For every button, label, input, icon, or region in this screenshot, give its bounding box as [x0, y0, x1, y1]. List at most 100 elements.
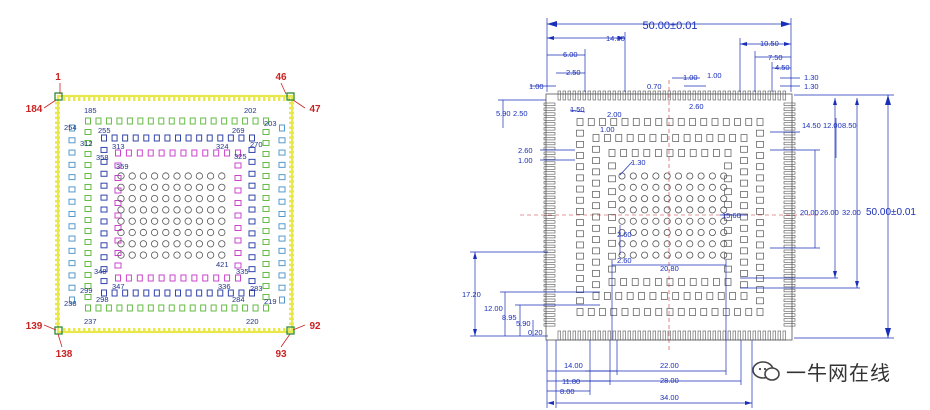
pin	[55, 180, 60, 183]
magenta-pad	[169, 274, 176, 282]
blue-pad	[248, 182, 256, 189]
pad-ring-magenta	[114, 149, 242, 282]
pad	[576, 241, 584, 249]
left-pin-row	[55, 102, 60, 325]
ball	[652, 206, 660, 214]
outer-blue-pad	[68, 137, 76, 144]
ball	[151, 240, 159, 248]
pad	[756, 286, 764, 293]
pin	[63, 96, 66, 101]
pin	[55, 249, 60, 252]
pad	[672, 134, 680, 142]
blue-pad	[248, 206, 256, 213]
pin	[543, 112, 556, 116]
pin	[783, 274, 796, 278]
pin-label-184: 184	[26, 104, 43, 115]
ball	[173, 240, 181, 248]
magenta-pad	[213, 274, 220, 282]
outer-blue-pad	[68, 174, 76, 181]
outer-blue-pad	[68, 235, 76, 242]
ball	[139, 217, 147, 225]
ball	[207, 195, 215, 203]
pin	[783, 127, 796, 131]
pad	[608, 188, 616, 196]
pin	[543, 141, 556, 146]
pin	[289, 239, 294, 242]
pin	[103, 96, 106, 101]
pin-label-185: 185	[84, 106, 97, 115]
pin	[543, 264, 556, 268]
pin	[682, 90, 686, 101]
pin	[712, 330, 716, 341]
ball	[173, 217, 181, 225]
pin	[218, 328, 221, 333]
pin	[63, 328, 66, 333]
ball	[128, 217, 136, 225]
ball	[184, 217, 192, 225]
blue-pad	[217, 289, 224, 297]
pad	[592, 247, 600, 255]
ball	[641, 195, 649, 203]
dim-12-00-left: 12.00	[484, 304, 503, 313]
dim-1-00-a: 1.00	[683, 73, 698, 82]
ball	[720, 206, 728, 214]
pin	[138, 96, 141, 101]
outer-blue-pad	[68, 223, 76, 230]
pin	[783, 235, 796, 239]
pin	[218, 96, 221, 101]
pin	[289, 155, 294, 159]
magenta-pad	[191, 274, 198, 282]
pin	[783, 151, 796, 155]
outer-blue-pad	[278, 149, 286, 156]
pin	[783, 239, 796, 244]
ball	[128, 240, 136, 248]
green-pad	[179, 304, 186, 312]
pin	[55, 298, 60, 301]
pad	[576, 208, 584, 215]
pin	[783, 176, 796, 180]
ball	[652, 217, 660, 225]
pin-label-255: 255	[98, 126, 111, 135]
pin	[289, 293, 294, 296]
pin	[783, 288, 796, 293]
pad	[756, 185, 764, 193]
pin	[153, 328, 156, 333]
pad	[683, 292, 691, 300]
pin	[557, 90, 561, 101]
pad	[666, 308, 674, 316]
pin	[55, 288, 60, 291]
pin	[642, 330, 646, 341]
pad	[576, 141, 584, 148]
ball	[151, 251, 159, 259]
pin-label-313: 313	[112, 142, 125, 151]
pin	[289, 175, 294, 178]
pin	[772, 90, 776, 101]
pad	[587, 118, 595, 126]
ball	[708, 183, 716, 191]
pin	[213, 96, 216, 101]
green-pad	[262, 261, 270, 267]
pin	[173, 96, 176, 101]
pin	[543, 107, 556, 111]
corner-pad-top-right	[286, 92, 295, 101]
ball	[618, 172, 626, 180]
pin	[93, 328, 96, 333]
pin-label-238: 238	[64, 299, 77, 308]
pin	[55, 126, 60, 129]
pad-ring-green	[68, 117, 286, 312]
outer-blue-pad	[279, 296, 285, 304]
pin-label-347: 347	[112, 282, 125, 291]
blue-pad	[100, 254, 108, 261]
pin	[557, 330, 561, 341]
pin	[118, 328, 121, 333]
pin	[68, 328, 71, 333]
pin	[783, 161, 796, 165]
pad	[695, 134, 702, 142]
pin	[289, 160, 294, 164]
ball	[629, 195, 637, 203]
pin	[289, 229, 294, 232]
pin	[289, 283, 294, 286]
pin	[627, 330, 631, 341]
green-pad	[189, 117, 196, 125]
pin	[607, 90, 611, 101]
